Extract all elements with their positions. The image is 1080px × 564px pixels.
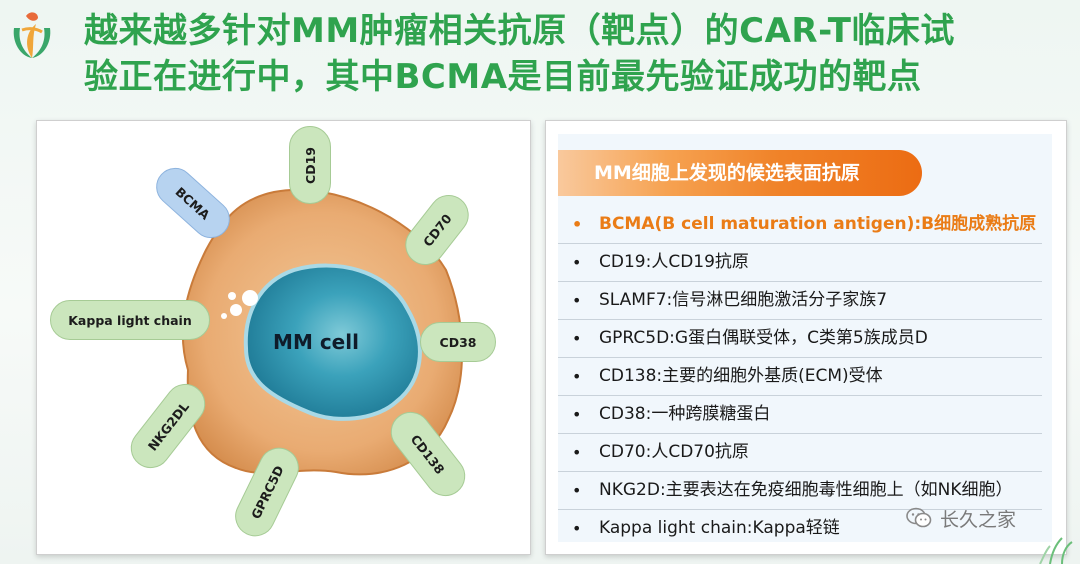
list-item: •CD70:人CD70抗原 (558, 434, 1042, 472)
title-line-2: 验正在进行中，其中BCMA是目前最先验证成功的靶点 (84, 57, 922, 97)
vesicle (228, 292, 236, 300)
receptor-kappa-light-chain: Kappa light chain (50, 300, 210, 340)
receptor-cd38: CD38 (420, 322, 496, 362)
list-item: •NKG2D:主要表达在免疫细胞毒性细胞上（如NK细胞） (558, 472, 1042, 510)
logo-icon (13, 12, 51, 58)
nucleus-shape (243, 263, 422, 421)
list-item: •CD38:一种跨膜糖蛋白 (558, 396, 1042, 434)
antigen-list-header: MM细胞上发现的候选表面抗原 (558, 150, 922, 196)
page-title: 越来越多针对MM肿瘤相关抗原（靶点）的CAR-T临床试 验正在进行中，其中BCM… (84, 8, 1064, 100)
watermark: 长久之家 (906, 504, 1016, 532)
receptor-cd19: CD19 (289, 126, 331, 204)
antigen-list: •BCMA(B cell maturation antigen):B细胞成熟抗原… (558, 206, 1042, 547)
vesicle (221, 313, 227, 319)
antigen-list-background (558, 134, 1052, 542)
watermark-text: 长久之家 (940, 508, 1017, 531)
mm-cell-diagram (181, 188, 464, 476)
title-line-1: 越来越多针对MM肿瘤相关抗原（靶点）的CAR-T临床试 (84, 11, 955, 51)
vesicle (242, 290, 258, 306)
wechat-icon (906, 507, 932, 528)
vesicle (230, 304, 242, 316)
list-item: •BCMA(B cell maturation antigen):B细胞成熟抗原 (558, 206, 1042, 244)
cell-label: MM cell (273, 330, 359, 354)
list-item: •SLAMF7:信号淋巴细胞激活分子家族7 (558, 282, 1042, 320)
grass-decoration-icon (1039, 537, 1073, 564)
list-item: •CD138:主要的细胞外基质(ECM)受体 (558, 358, 1042, 396)
list-item: •CD19:人CD19抗原 (558, 244, 1042, 282)
list-item: •Kappa light chain:Kappa轻链 (572, 518, 840, 538)
list-item: •GPRC5D:G蛋白偶联受体，C类第5族成员D (558, 320, 1042, 358)
